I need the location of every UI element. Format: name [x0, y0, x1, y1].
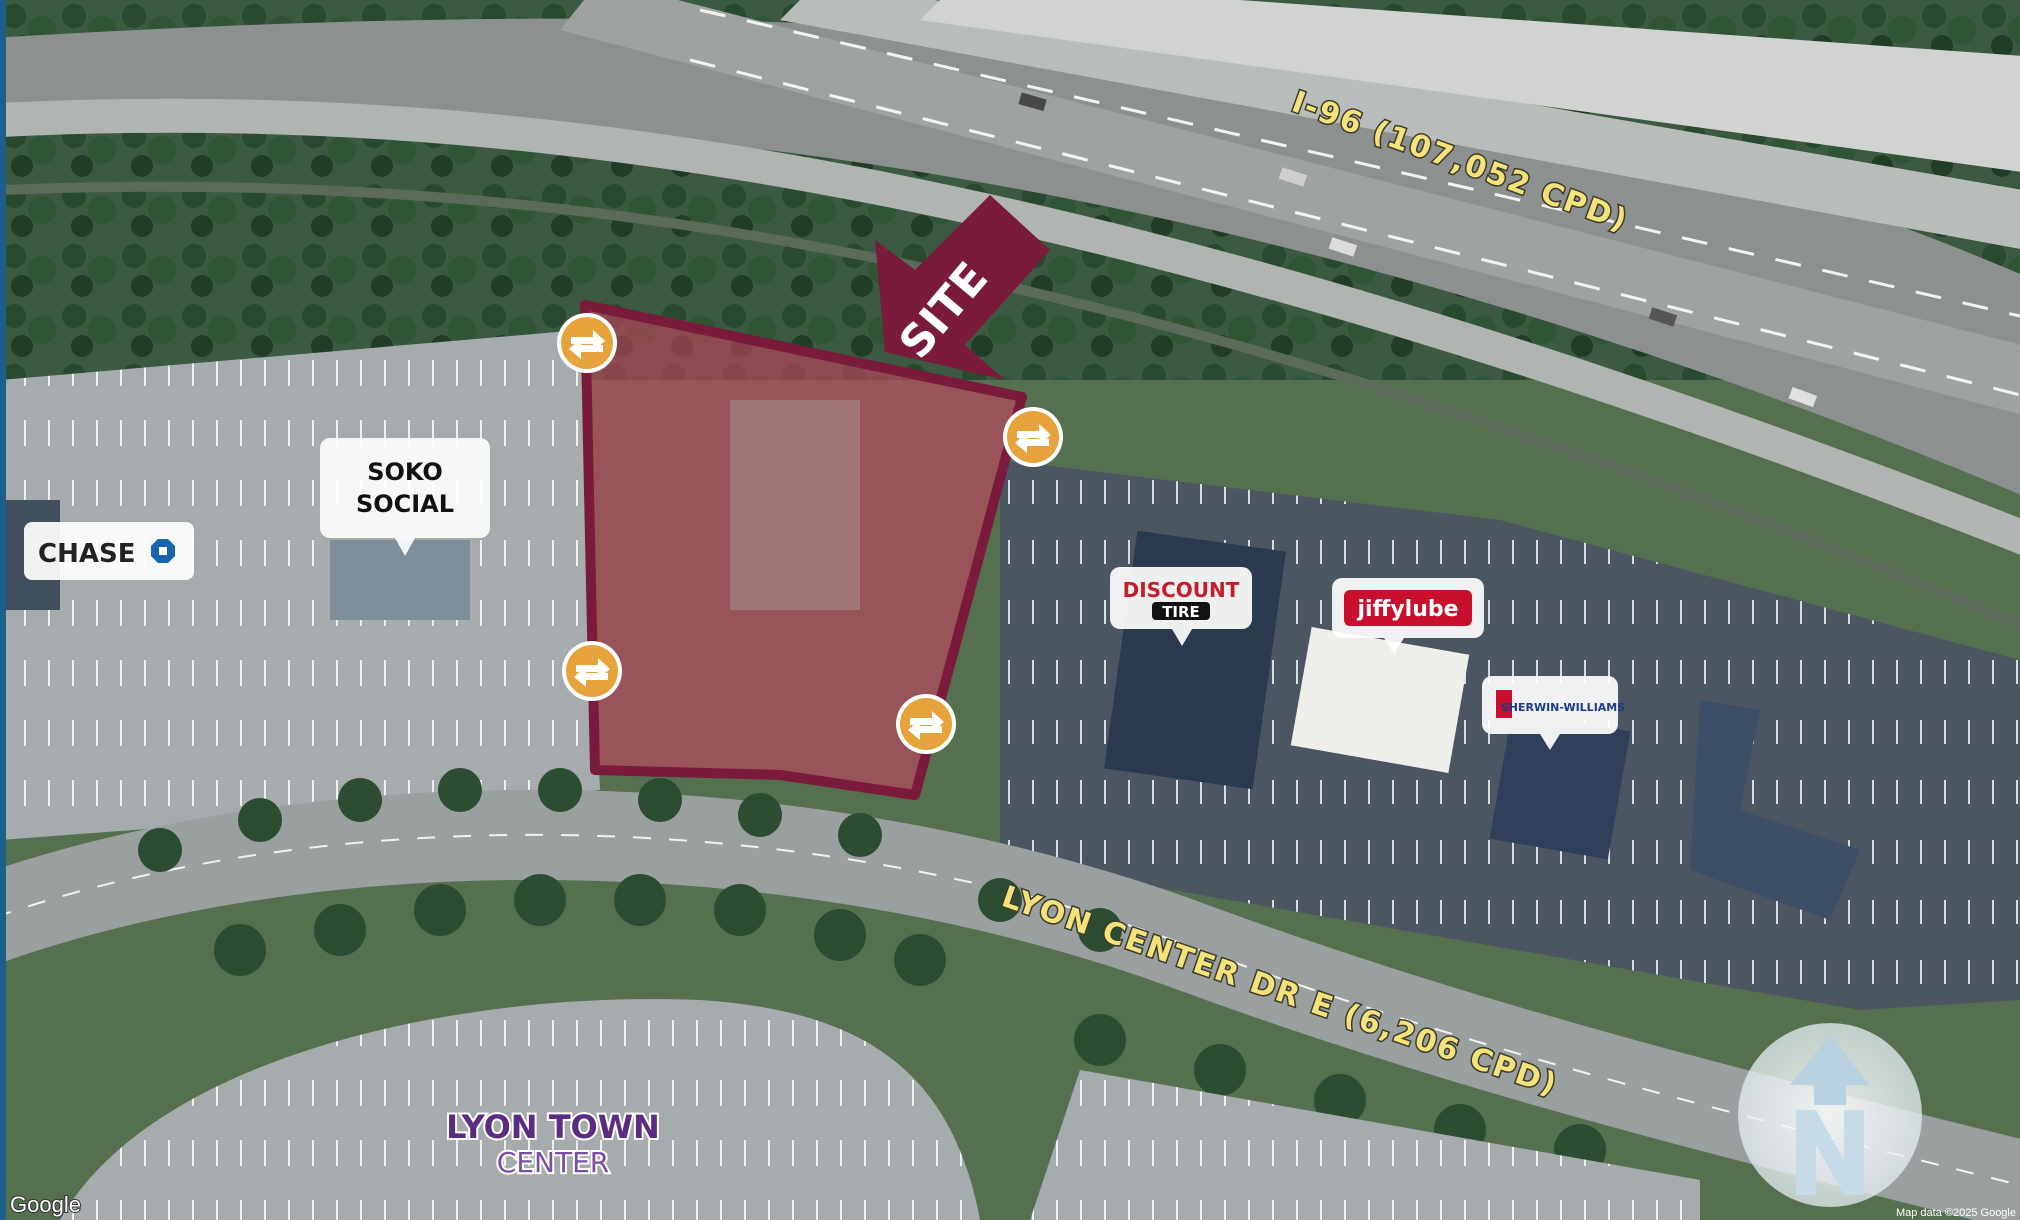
google-logo: Google — [10, 1192, 81, 1217]
two-way-arrows-icon — [569, 330, 605, 359]
map-attribution: Map data ©2025 Google — [1896, 1207, 2016, 1219]
soko-social-tag: SOKO SOCIAL — [320, 438, 490, 556]
chase-tag: CHASE — [24, 522, 194, 580]
north-arrow-icon — [1790, 1035, 1870, 1195]
discount-tire-tag: DISCOUNT TIRE — [1110, 567, 1252, 646]
discount-line2: TIRE — [1162, 603, 1200, 621]
two-way-arrows-icon — [574, 658, 610, 687]
chase-octagon-icon — [151, 539, 175, 563]
parking-lot-lyon-town-center — [60, 999, 980, 1220]
east-building — [1690, 700, 1860, 920]
lyon-line2: CENTER — [497, 1146, 609, 1179]
frame-left-strip — [0, 0, 6, 1220]
site-parcel — [580, 300, 1027, 800]
soko-building — [330, 540, 470, 620]
highway-i96 — [0, 0, 2020, 630]
two-way-arrows-icon — [908, 711, 944, 740]
jiffy-lube-tag: jiffylube — [1332, 578, 1484, 654]
jiffy-label: jiffylube — [1356, 597, 1458, 622]
parking-lot-west — [0, 330, 600, 840]
two-way-arrows-icon — [1015, 424, 1051, 453]
chase-label: CHASE — [38, 539, 135, 569]
soko-line1: SOKO — [367, 458, 443, 486]
access-marker-ne[interactable] — [1003, 407, 1063, 467]
site-arrow-shape — [875, 195, 1050, 380]
discount-line1: DISCOUNT — [1123, 578, 1240, 602]
sherwin-building — [1489, 710, 1631, 860]
sherwin-label: SHERWIN-WILLIAMS — [1501, 701, 1625, 714]
access-marker-w[interactable] — [562, 641, 622, 701]
access-marker-nw[interactable] — [557, 313, 617, 373]
jiffy-lube-building — [1290, 627, 1470, 773]
parking-lot-southeast — [1030, 1070, 1700, 1220]
sherwin-williams-tag: SHERWIN-WILLIAMS — [1482, 676, 1625, 750]
soko-line2: SOCIAL — [356, 490, 454, 518]
north-arrow: N — [1738, 1023, 1922, 1207]
lyon-town-center-label: LYON TOWN CENTER — [444, 1106, 662, 1181]
access-marker-se[interactable] — [896, 694, 956, 754]
tree-row — [138, 768, 1606, 1176]
lyon-line1: LYON TOWN — [446, 1108, 660, 1146]
